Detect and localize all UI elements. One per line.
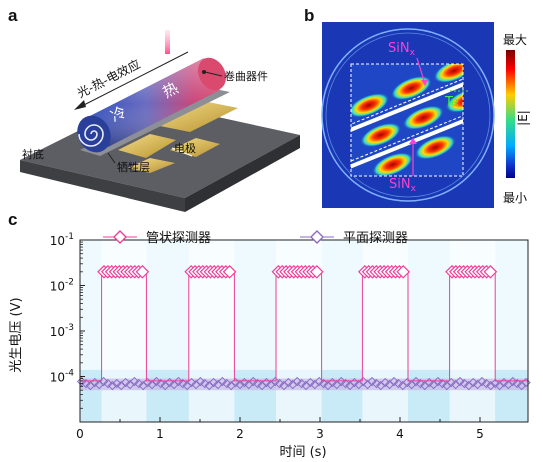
planar-marker	[468, 377, 478, 388]
planar-marker	[393, 378, 404, 389]
colorbar	[506, 50, 515, 178]
panel-c-letter: c	[8, 210, 18, 229]
electrode-label: 电极	[174, 141, 196, 155]
legend-planar-marker	[310, 230, 324, 244]
planar-marker	[296, 378, 307, 389]
planar-marker	[248, 376, 258, 387]
planar-marker	[120, 377, 131, 388]
x-tick-label: 2	[236, 427, 244, 441]
planar-marker	[173, 376, 184, 387]
y-tick-label: 10-1	[50, 232, 74, 248]
tube-marker	[222, 264, 237, 279]
tube-cross-section-circle	[321, 28, 495, 202]
x-tick-label: 3	[316, 427, 324, 441]
y-tick-label: 10-3	[50, 323, 74, 339]
tube-marker	[396, 264, 411, 279]
colorbar-max-label: 最大	[503, 33, 527, 47]
planar-marker	[217, 376, 228, 387]
planar-marker	[134, 378, 144, 389]
planar-marker	[433, 376, 443, 387]
planar-marker	[81, 378, 91, 389]
tube-marker	[483, 264, 498, 279]
device-label: 卷曲器件	[224, 69, 268, 83]
planar-marker	[318, 378, 329, 389]
panel-a-device-illustration: 光-热-电效应 冷 热 卷曲器件 衬底 牺牲层 电极	[20, 30, 300, 212]
chart-ylabel: 光生电压 (V)	[9, 297, 24, 372]
hot-label: 热	[160, 79, 182, 102]
substrate-label: 衬底	[22, 147, 44, 161]
planar-marker	[367, 376, 377, 387]
planar-marker	[336, 376, 346, 387]
planar-marker	[235, 379, 245, 390]
chart-xlabel: 时间 (s)	[279, 445, 326, 460]
legend-tube-marker	[113, 230, 127, 244]
laser-beam	[165, 30, 170, 54]
planar-marker	[156, 378, 166, 389]
chart-legend: 管状探测器 平面探测器	[103, 230, 408, 246]
rolled-tube	[77, 57, 226, 153]
panel-c-voltage-chart: 0 1 2 3 4 5 10-1 10-2 10-3 10-4 时间 (s) 光生电压 (V) 管…	[9, 230, 531, 460]
planar-marker	[490, 378, 500, 389]
planar-marker	[389, 376, 399, 387]
planar-marker	[252, 378, 263, 389]
planar-marker	[358, 376, 368, 387]
x-tick-label: 4	[396, 427, 404, 441]
y-tick-label: 10-4	[50, 369, 75, 385]
planar-marker	[486, 380, 496, 391]
planar-marker	[508, 376, 518, 387]
planar-marker	[292, 376, 302, 387]
x-tick-label: 0	[76, 427, 84, 441]
legend-planar-label: 平面探测器	[343, 231, 408, 246]
panel-b-letter: b	[304, 6, 315, 25]
planar-marker	[112, 378, 122, 389]
tube-marker	[135, 264, 150, 279]
planar-marker	[200, 378, 210, 389]
effect-arrow-label: 光-热-电效应	[75, 56, 143, 101]
planar-marker	[195, 376, 206, 387]
planar-marker	[415, 378, 426, 389]
tube-marker	[309, 264, 324, 279]
planar-marker	[481, 378, 492, 389]
planar-marker	[340, 378, 351, 389]
te-label: Te	[444, 95, 459, 110]
planar-marker	[283, 377, 294, 388]
planar-marker	[380, 377, 390, 388]
effect-arrow	[74, 51, 189, 110]
planar-marker	[208, 377, 219, 388]
planar-marker	[151, 376, 162, 387]
zoom-box	[350, 63, 464, 177]
planar-band	[80, 378, 528, 391]
planar-marker	[305, 377, 316, 388]
sinx-bottom-label: SiNx	[389, 177, 417, 194]
planar-marker	[371, 378, 382, 389]
planar-marker	[274, 378, 285, 389]
colorbar-axis-label: |E|	[516, 110, 530, 126]
planar-marker	[129, 376, 140, 387]
x-tick-label: 1	[156, 427, 164, 441]
planar-marker	[107, 380, 118, 391]
colorbar-min-label: 最小	[503, 191, 527, 205]
panel-b-field-map: SiNx SiNx Te 最大 最小 |E|	[321, 22, 530, 208]
planar-marker	[437, 378, 448, 389]
planar-marker	[477, 376, 487, 387]
panel-a-letter: a	[8, 6, 18, 25]
planar-marker	[455, 376, 465, 387]
sinx-top-label: SiNx	[388, 41, 416, 58]
x-tick-label: 5	[476, 427, 484, 441]
planar-marker	[459, 378, 470, 389]
cold-label: 冷	[108, 103, 130, 126]
legend-tube-label: 管状探测器	[146, 231, 211, 246]
planar-marker	[76, 376, 87, 387]
planar-marker	[178, 378, 188, 389]
planar-marker	[270, 376, 280, 387]
planar-marker	[98, 376, 109, 387]
planar-marker	[103, 378, 113, 389]
planar-marker	[512, 378, 522, 389]
planar-marker	[222, 378, 232, 389]
planar-marker	[411, 376, 421, 387]
y-tick-label: 10-2	[50, 278, 74, 294]
sacrificial-layer-label: 牺牲层	[117, 160, 150, 174]
